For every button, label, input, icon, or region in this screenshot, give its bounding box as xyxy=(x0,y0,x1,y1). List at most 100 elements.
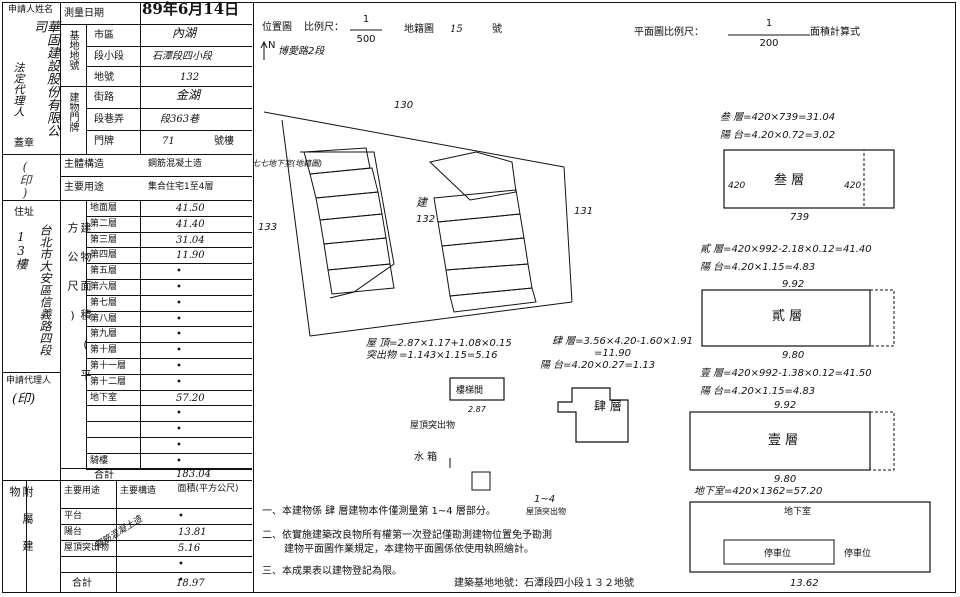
number-label: 門牌 xyxy=(94,136,114,147)
floor3-bal: 陽 台=4.20×0.72=3.02 xyxy=(720,129,835,141)
stair-label: 樓梯間 xyxy=(456,384,483,396)
north-label: N xyxy=(268,40,275,51)
divider xyxy=(86,405,252,407)
divider xyxy=(140,2,141,154)
roof-calc2: 突出物 =1.143×1.15=5.16 xyxy=(366,349,497,361)
floor-value: • xyxy=(176,424,182,436)
divider xyxy=(86,130,252,131)
divider xyxy=(60,572,252,573)
number-suffix: 號樓 xyxy=(214,136,234,147)
floor-value: 41.50 xyxy=(176,203,205,214)
attach-row-value: 5.16 xyxy=(178,543,201,554)
area-calc-label: 面積計算式 xyxy=(810,25,860,38)
floor3-w: 739 xyxy=(790,212,809,223)
floor3: 叁 層=420×739=31.04 陽 台=4.20×0.72=3.02 叁 層… xyxy=(720,111,895,223)
lot-main: 建 xyxy=(416,196,429,209)
section-label: 段小段 xyxy=(94,51,124,62)
stair-w: 2.87 xyxy=(468,405,487,414)
floor-label: 地下室 xyxy=(90,392,118,403)
floor-label: 地面層 xyxy=(90,203,118,213)
divider xyxy=(86,326,252,328)
attach-total-label: 合計 xyxy=(72,578,92,589)
basement-b: 停車位 xyxy=(844,547,871,559)
location-scale-num: 1 xyxy=(363,14,369,25)
seal-label: 蓋章 xyxy=(14,138,34,149)
floor-value: • xyxy=(176,440,182,451)
attach-struct-label: 主要構造 xyxy=(120,486,157,496)
basement-a: 停車位 xyxy=(764,547,791,559)
footer-note: 建築基地地號：石潭段四小段１３２地號 xyxy=(454,576,634,589)
rep-value: (印) xyxy=(12,392,36,407)
floor3-h-right: 420 xyxy=(844,181,861,191)
basement-name: 地下室 xyxy=(784,505,811,517)
floor1: 壹 層=420×992-1.38×0.12=41.50 陽 台=4.20×1.1… xyxy=(689,367,895,485)
floor-value: • xyxy=(176,282,182,293)
divider xyxy=(86,200,87,468)
floor-label: 第四層 xyxy=(90,250,118,261)
divider xyxy=(86,358,252,359)
floor-value: • xyxy=(176,313,182,325)
divider xyxy=(2,480,252,481)
floor2-name: 貳 層 xyxy=(772,309,802,324)
address-value-2: 13樓 xyxy=(14,230,28,270)
floor-value: 57.20 xyxy=(176,392,205,404)
floor4-name: 肆 層 xyxy=(594,399,622,413)
divider xyxy=(86,373,252,375)
total-label: 合計 xyxy=(94,470,114,481)
divider xyxy=(86,310,252,312)
roof-calc: 屋 頂=2.87×1.17+1.08×0.15 xyxy=(366,338,512,349)
floor-label: 第六層 xyxy=(90,282,118,292)
lane-value: 段363巷 xyxy=(160,114,200,125)
number-value: 71 xyxy=(162,136,175,147)
notes: 一、本建物係 肆 層建物本件僅測量第 1~4 層部分。 二、依實施建築改良物所有… xyxy=(262,504,634,589)
floor-value: 41.40 xyxy=(176,218,205,230)
location-scale-den: 500 xyxy=(356,34,375,45)
floor-value: • xyxy=(176,345,182,357)
floor-label: 第八層 xyxy=(90,313,118,324)
plan-drawing: 位置圖 比例尺： 1 500 地籍圖 15 號 平面圖比例尺： 1 200 面積… xyxy=(254,14,931,589)
scale-lines xyxy=(260,29,810,60)
floor-value: • xyxy=(176,361,182,372)
floor-label: 第五層 xyxy=(90,266,118,277)
roof-label: 屋頂突出物 xyxy=(410,419,455,431)
attach-row-label: 屋頂突出物 xyxy=(64,543,110,553)
divider xyxy=(86,108,252,109)
divider xyxy=(60,508,252,509)
floor1-name: 壹 層 xyxy=(768,433,798,448)
attach-row-value: 13.81 xyxy=(178,527,207,538)
roof-sub: 屋頂突出物 xyxy=(526,506,566,516)
structure-label: 主體構造 xyxy=(64,159,104,170)
divider xyxy=(26,480,27,593)
door-group-label: 建物門牌 xyxy=(67,92,78,132)
street-label: 街路 xyxy=(94,92,114,103)
divider xyxy=(60,480,61,593)
divider xyxy=(86,468,252,470)
note-1: 一、本建物係 肆 層建物本件僅測量第 1~4 層部分。 xyxy=(262,504,496,517)
divider xyxy=(116,480,117,593)
divider xyxy=(60,468,252,469)
usage-label: 主要用途 xyxy=(64,182,104,193)
divider xyxy=(86,215,252,217)
header: 位置圖 比例尺： 1 500 地籍圖 15 號 平面圖比例尺： 1 200 面積… xyxy=(262,14,860,57)
structure-value: 鋼筋混凝土造 xyxy=(148,159,203,169)
city-value: 內湖 xyxy=(172,26,197,40)
floor-label: 第十層 xyxy=(90,345,118,356)
lot-main-no: 132 xyxy=(416,214,435,225)
location-scale-label: 比例尺： xyxy=(304,20,344,33)
floor-value: • xyxy=(176,297,182,309)
floor1-bal: 陽 台=4.20×1.15=4.83 xyxy=(700,385,815,397)
basement: 地下室=420×1362=57.20 地下室 停車位 停車位 13.62 xyxy=(689,485,931,589)
floor-value: 31.04 xyxy=(176,234,205,246)
divider xyxy=(86,66,252,67)
divider xyxy=(86,247,252,249)
attach-row-value: • xyxy=(178,559,184,570)
area-group-label: 建物面積(平方公尺) xyxy=(66,222,92,398)
lot-value: 132 xyxy=(180,72,200,83)
site-plan xyxy=(263,111,573,337)
floor4-bal: 陽 台=4.20×0.27=1.13 xyxy=(540,359,655,371)
basement-w: 13.62 xyxy=(790,578,819,589)
floor1-calc: 壹 層=420×992-1.38×0.12=41.50 xyxy=(700,367,872,379)
section-value: 石潭段四小段 xyxy=(152,51,212,62)
floor-value: 11.90 xyxy=(176,250,205,262)
